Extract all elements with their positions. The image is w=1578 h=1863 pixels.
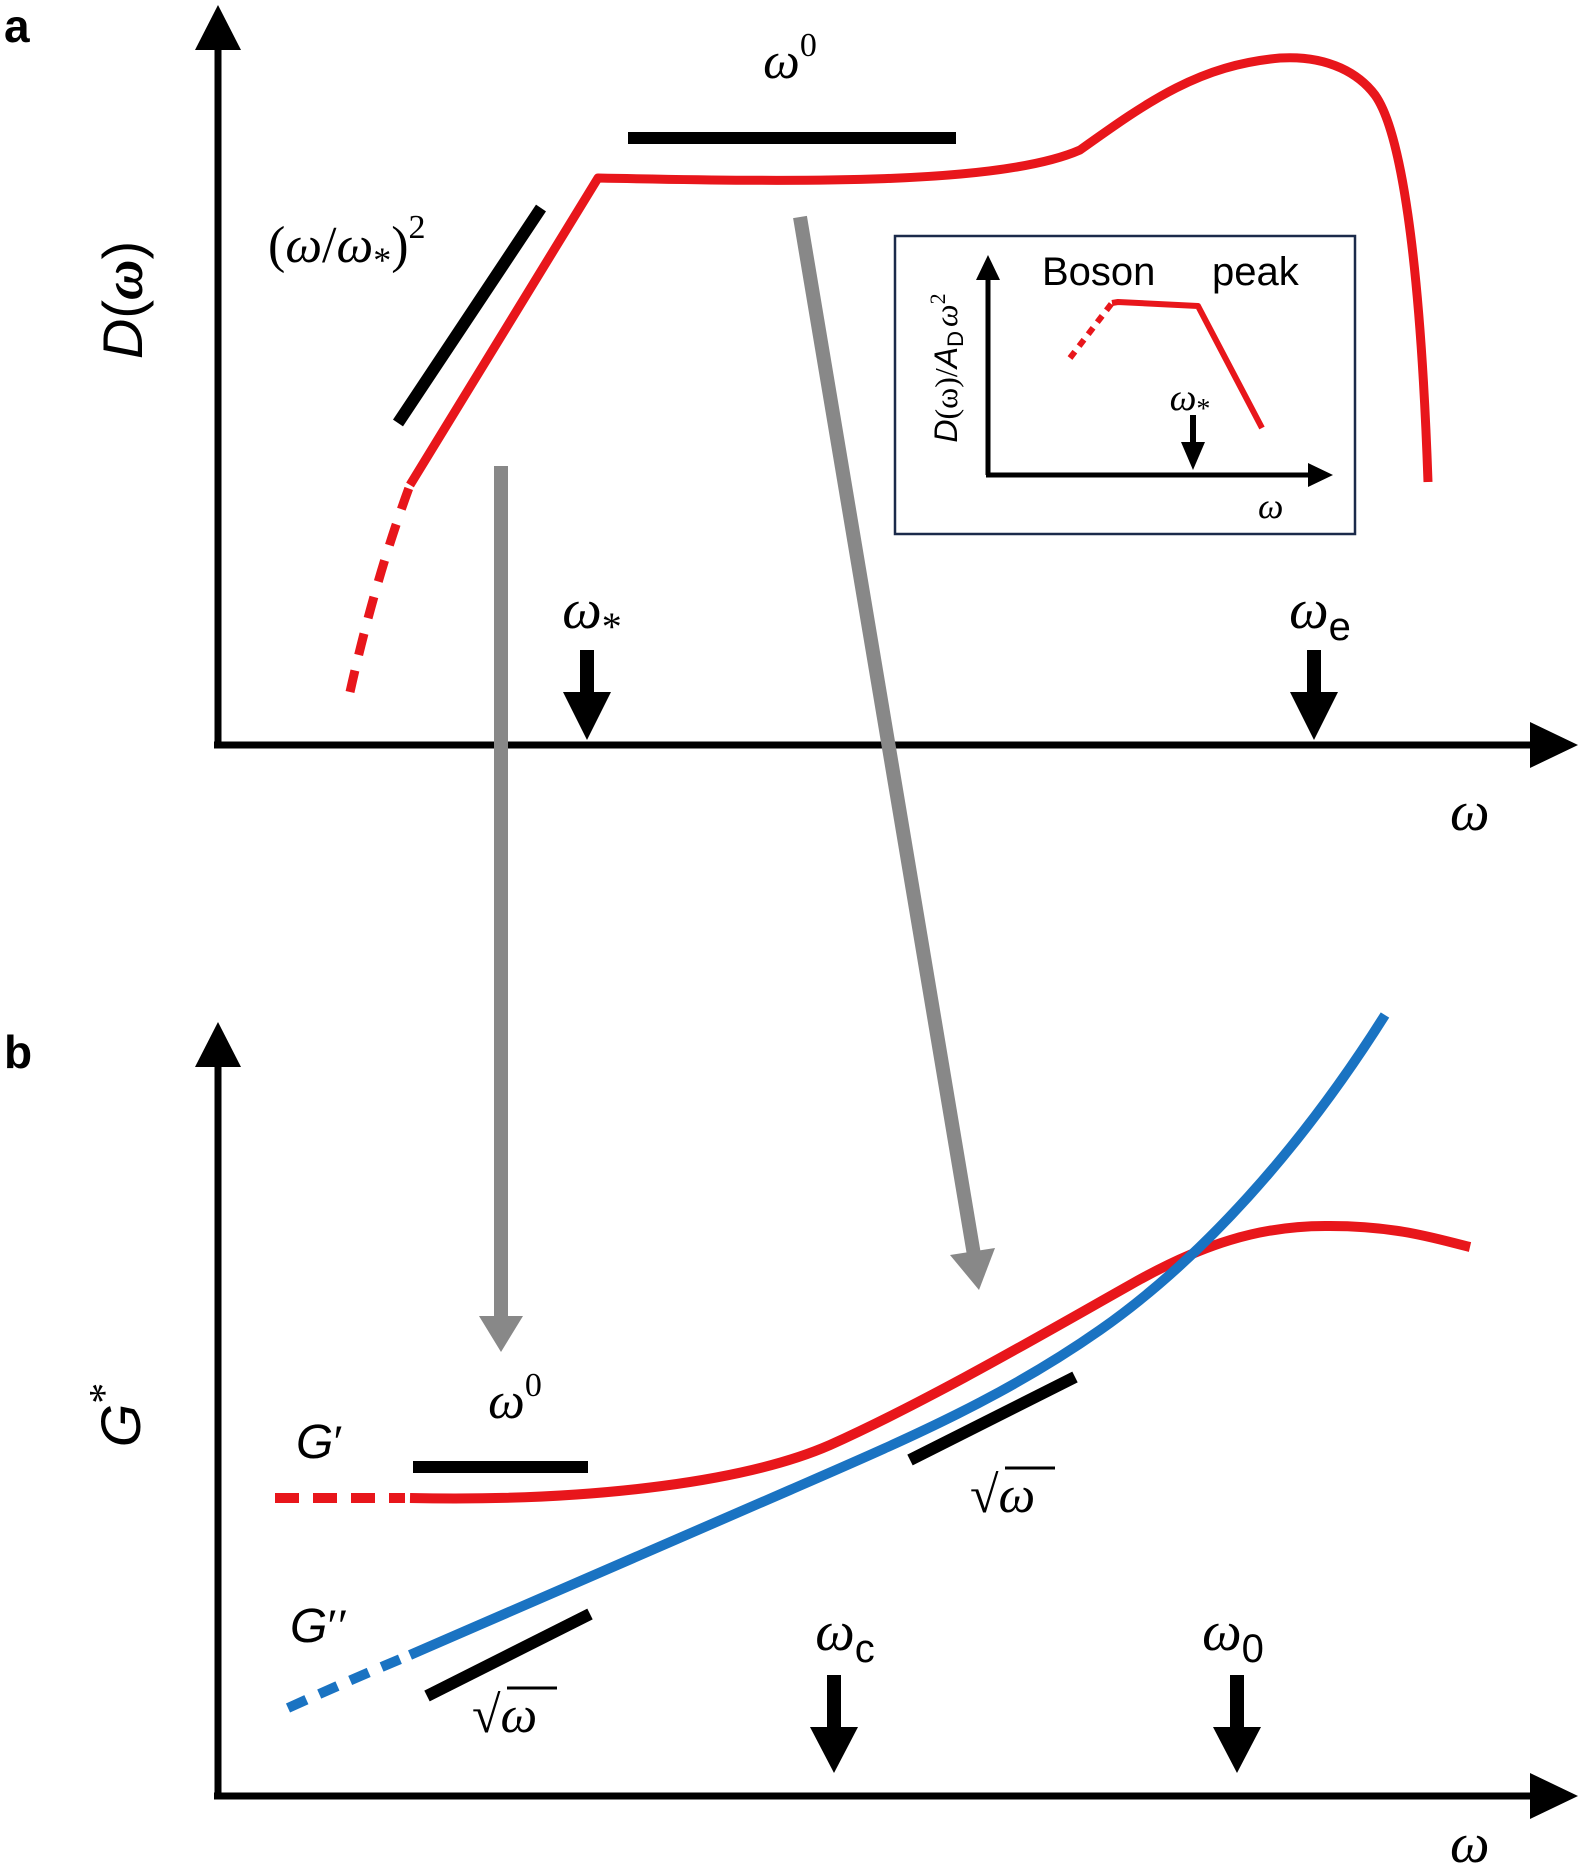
panel-a-plateau-label: ω0 — [763, 27, 817, 90]
panel-b-sqrt-ref-line-upper — [907, 1371, 1078, 1466]
inset-x-label: ω — [1258, 486, 1283, 526]
svg-text:G*: G* — [82, 1383, 152, 1448]
panel-b-y-arrowhead — [195, 1022, 241, 1067]
inset-curve-dashed — [1067, 301, 1115, 360]
inset-curve — [1111, 299, 1265, 430]
panel-a-slope-ref-line — [393, 204, 546, 427]
panel-b-x-arrowhead — [1530, 1773, 1578, 1819]
g-double-prime-label: G′′ — [290, 1600, 348, 1653]
projection-arrow-high — [793, 215, 981, 1257]
panel-a-x-arrowhead — [1530, 722, 1578, 768]
inset-frame — [893, 234, 1357, 536]
panel-a-dos-curve — [406, 53, 1433, 488]
panel-b-omega-c-arrow — [810, 1675, 858, 1773]
inset-x-arrowhead — [1308, 463, 1333, 487]
panel-a-marker-omega-e-label: ωe — [1289, 579, 1351, 649]
panel-b: b G* ω G′ G′′ ω0 — [4, 1012, 1578, 1863]
panel-a-x-label: ω — [1450, 781, 1490, 843]
panel-a-y-label: D(ω) — [91, 241, 155, 359]
panel-a-marker-omega-star-label: ω* — [562, 579, 622, 649]
projection-arrows — [479, 215, 995, 1352]
projection-arrow-low-head — [479, 1316, 523, 1352]
svg-text:D(ω): D(ω) — [91, 241, 155, 359]
panel-b-marker-omega-c-label: ωc — [815, 1601, 875, 1671]
panel-b-plateau-label: ω0 — [488, 1367, 542, 1430]
g-prime-curve — [409, 1220, 1472, 1504]
panel-a-axes — [195, 5, 1578, 768]
g-prime-label: G′ — [296, 1416, 344, 1469]
panel-b-sqrt-ref-line-lower — [424, 1608, 593, 1702]
g-double-prime-curve-dashed — [285, 1650, 412, 1713]
panel-a-dos-curve-dashed — [345, 483, 415, 693]
panel-b-marker-omega-0-label: ω0 — [1202, 1601, 1264, 1671]
panel-a: a D(ω) ω ω0 (ω/ω*)2 ω* — [4, 0, 1578, 843]
g-double-prime-curve — [408, 1012, 1390, 1660]
panel-a-omega-e-arrow — [1290, 650, 1338, 740]
panel-a-omega-star-arrow — [563, 650, 611, 740]
panel-a-slope-label: (ω/ω*)2 — [268, 209, 426, 280]
inset-y-label: D(ω)/ADω2 — [925, 293, 968, 442]
inset: D(ω)/ADω2 Boson peak ω* ω — [893, 234, 1357, 536]
inset-title-peak: peak — [1212, 250, 1300, 294]
panel-a-label: a — [4, 0, 30, 52]
svg-text:D(ω)/ADω2: D(ω)/ADω2 — [925, 293, 968, 442]
panel-b-y-label: G* — [82, 1383, 152, 1448]
panel-b-omega-0-arrow — [1213, 1675, 1261, 1773]
panel-b-sqrt-label-lower: √ω — [472, 1687, 537, 1744]
inset-marker-arrow — [1181, 415, 1205, 470]
panel-b-x-label: ω — [1450, 1813, 1490, 1863]
panel-b-label: b — [4, 1026, 32, 1078]
inset-title-boson: Boson — [1042, 250, 1155, 294]
projection-arrow-high-head — [950, 1248, 995, 1290]
panel-b-sqrt-label-upper: √ω — [970, 1467, 1035, 1524]
panel-a-y-arrowhead — [195, 5, 241, 50]
inset-y-arrowhead — [976, 255, 1000, 280]
panel-b-axes — [195, 1022, 1578, 1819]
inset-marker-label: ω* — [1170, 377, 1211, 425]
